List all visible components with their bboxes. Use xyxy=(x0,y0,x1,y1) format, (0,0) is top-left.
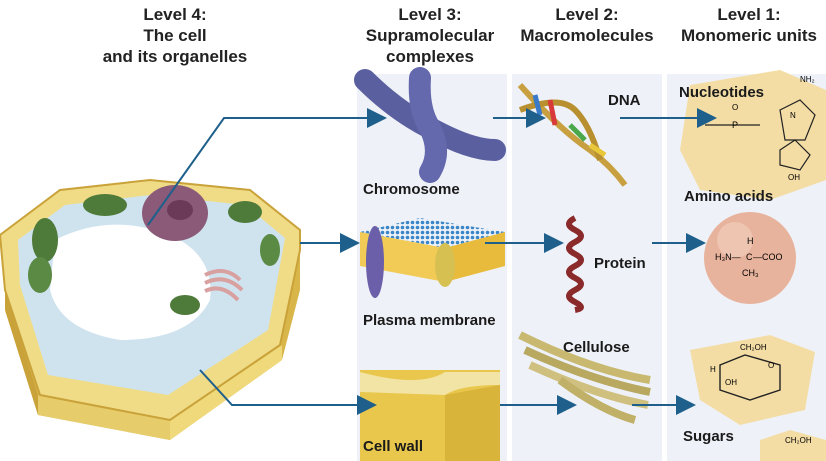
heading-level2-line1: Level 2: xyxy=(555,5,619,24)
arrow-cell-to-cellwall xyxy=(199,369,377,415)
cellulose-image xyxy=(518,331,651,424)
heading-level2-line2: Macromolecules xyxy=(520,26,654,45)
nucleolus xyxy=(167,200,193,220)
cell-wall-image xyxy=(360,370,500,461)
heading-level4-line3: and its organelles xyxy=(102,47,248,66)
nucleotide-image xyxy=(680,70,826,200)
label-chromosome: Chromosome xyxy=(363,181,460,198)
plasma-membrane-image xyxy=(360,218,505,298)
heading-level1-line2: Monomeric units xyxy=(680,26,817,45)
sugar-oh: OH xyxy=(725,378,737,387)
heading-level1-line1: Level 1: xyxy=(717,5,781,24)
nuc-n: N xyxy=(790,111,796,120)
nuc-oh: OH xyxy=(788,173,800,182)
label-amino-acids: Amino acids xyxy=(684,188,774,205)
amino-acid-image xyxy=(704,212,796,304)
heading-level3-line2: Supramolecular xyxy=(365,26,495,45)
chloroplast xyxy=(28,257,52,293)
heading-level3-line3: complexes xyxy=(386,47,474,66)
amino-left-group: H₃N— xyxy=(715,252,741,262)
sugar-image xyxy=(690,335,826,461)
sugar-h: H xyxy=(710,365,716,374)
label-sugars: Sugars xyxy=(683,428,734,445)
cell-wall-side xyxy=(38,395,170,440)
chloroplast xyxy=(260,234,280,266)
chloroplast xyxy=(170,295,200,315)
arrow-cell-to-chromosome xyxy=(147,108,387,226)
sugar-o: O xyxy=(768,361,774,370)
heading-level4-line2: The cell xyxy=(143,26,207,45)
chloroplast xyxy=(228,201,262,223)
cell-wall-right xyxy=(170,345,282,440)
amino-right-group: —COO xyxy=(753,252,783,262)
chromosome-image xyxy=(354,67,506,183)
nuc-nh2: NH₂ xyxy=(800,75,815,84)
label-cellulose: Cellulose xyxy=(563,339,630,356)
nuc-o: O xyxy=(732,103,738,112)
sugar2-ch2oh: CH₂OH xyxy=(785,436,812,445)
dna-image xyxy=(517,83,628,187)
heading-level1: Level 1: Monomeric units xyxy=(672,4,826,46)
vacuole xyxy=(50,224,211,340)
label-plasma-membrane: Plasma membrane xyxy=(363,312,496,329)
nuc-p: P xyxy=(732,120,738,130)
heading-level4-line1: Level 4: xyxy=(143,5,207,24)
amino-ch3: CH₃ xyxy=(742,268,759,278)
protein-image xyxy=(566,215,584,313)
label-protein: Protein xyxy=(594,255,646,272)
sugar-ch2oh: CH₂OH xyxy=(740,343,767,352)
label-nucleotides: Nucleotides xyxy=(679,84,765,101)
amino-c: C xyxy=(746,252,753,262)
chloroplast xyxy=(32,218,58,262)
heading-level2: Level 2: Macromolecules xyxy=(512,4,662,46)
heading-level3-line1: Level 3: xyxy=(398,5,462,24)
arrows xyxy=(147,108,717,415)
amino-h: H xyxy=(747,236,754,246)
cell-wall-front xyxy=(5,290,38,415)
golgi xyxy=(204,269,244,302)
chloroplast xyxy=(83,194,127,216)
label-cell-wall: Cell wall xyxy=(363,438,424,455)
heading-level3: Level 3: Supramolecular complexes xyxy=(355,4,505,67)
label-dna: DNA xyxy=(608,92,641,109)
plant-cell xyxy=(0,178,301,440)
heading-level4: Level 4: The cell and its organelles xyxy=(80,4,270,67)
